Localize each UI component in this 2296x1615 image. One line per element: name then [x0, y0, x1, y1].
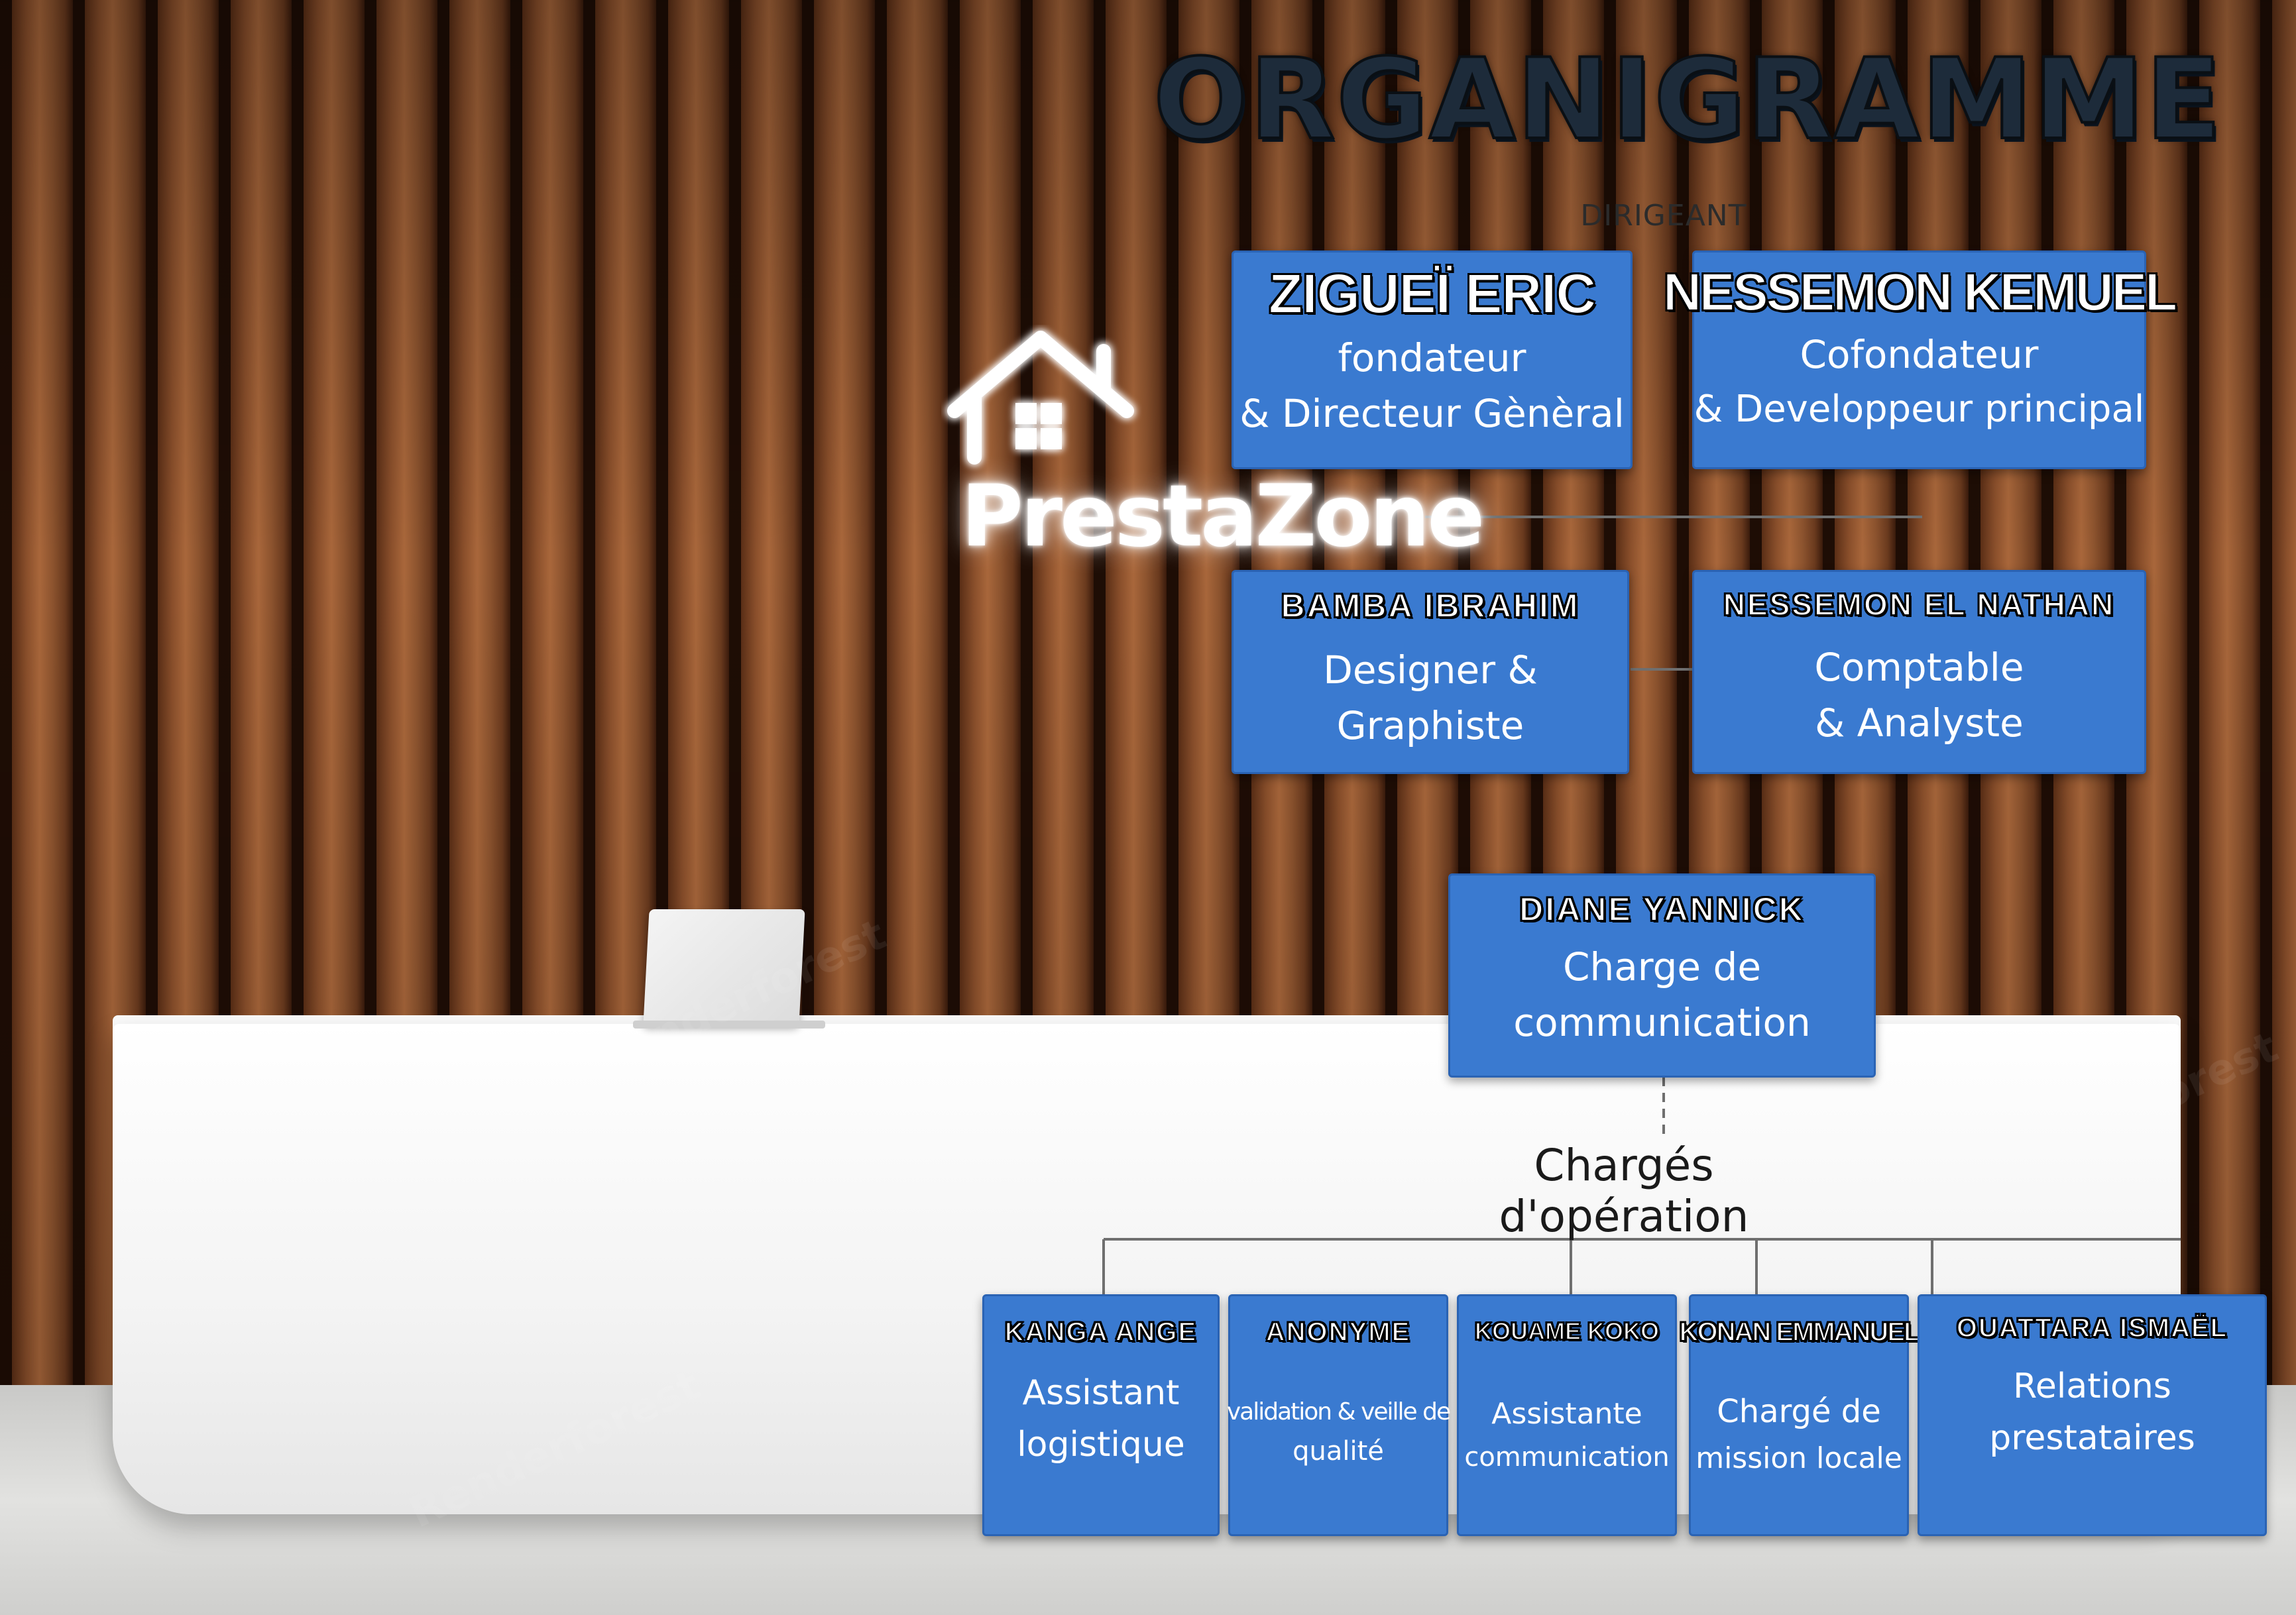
- staff-box-nessemon-el-nathan: NESSEMON EL NATHAN Comptable & Analyste: [1692, 570, 2146, 774]
- person-role: qualité: [1292, 1435, 1384, 1467]
- prestazone-logo: PrestaZone: [941, 325, 1485, 566]
- person-role: Chargé de: [1717, 1393, 1881, 1430]
- ops-box-kanga-ange: KANGA ANGE Assistant logistique: [982, 1294, 1220, 1536]
- person-role: communication: [1513, 1000, 1811, 1046]
- person-role: & Developpeur principal: [1693, 388, 2145, 431]
- person-role: Assistant: [1022, 1373, 1180, 1413]
- person-role: Comptable: [1814, 645, 2024, 690]
- person-role: Assistante: [1491, 1397, 1642, 1431]
- leader-box-nessemon-kemuel: NESSEMON KEMUEL Cofondateur & Developpeu…: [1662, 251, 2178, 469]
- person-name: OUATTARA ISMAËL: [1956, 1313, 2228, 1343]
- person-name: ANONYME: [1265, 1317, 1411, 1347]
- ops-box-konan-emmanuel: KONAN EMMANUEL Chargé de mission locale: [1679, 1294, 1920, 1536]
- person-role: communication: [1464, 1442, 1670, 1473]
- laptop-base: [633, 1021, 825, 1029]
- ops-box-anonyme: ANONYME validation & veille de qualité: [1226, 1294, 1451, 1536]
- staff-box-bamba-ibrahim: BAMBA IBRAHIM Designer & Graphiste: [1232, 570, 1629, 774]
- person-name: KOUAME KOKO: [1474, 1317, 1660, 1345]
- leaders-subtitle: DIRIGEANT: [1580, 199, 1747, 233]
- person-role: Designer &: [1323, 647, 1538, 693]
- person-name: BAMBA IBRAHIM: [1281, 586, 1580, 625]
- person-role: mission locale: [1695, 1441, 1902, 1476]
- person-role: prestataires: [1989, 1418, 2195, 1458]
- person-role: validation & veille de: [1226, 1398, 1451, 1425]
- ops-box-kouame-koko: KOUAME KOKO Assistante communication: [1457, 1294, 1677, 1536]
- person-role: & Directeur Gènèral: [1239, 391, 1625, 437]
- leader-box-ziguei-eric: ZIGUEÏ ERIC fondateur & Directeur Gènèra…: [1232, 251, 1633, 469]
- person-role: fondateur: [1338, 335, 1526, 380]
- person-name: NESSEMON KEMUEL: [1662, 262, 2178, 322]
- person-role: & Analyste: [1815, 700, 2024, 746]
- operations-label: Chargés d'opération: [1499, 1140, 1749, 1242]
- person-name: KANGA ANGE: [1004, 1317, 1198, 1347]
- person-role: Charge de: [1562, 944, 1762, 989]
- ops-box-ouattara-ismael: OUATTARA ISMAËL Relations prestataires: [1918, 1294, 2267, 1536]
- house-icon: [947, 331, 1134, 465]
- person-name: DIANE YANNICK: [1519, 890, 1805, 928]
- person-name: KONAN EMMANUEL: [1679, 1317, 1921, 1347]
- comm-box-diane-yannick: DIANE YANNICK Charge de communication: [1448, 873, 1876, 1078]
- person-role: Relations: [2013, 1366, 2171, 1406]
- chart-title: ORGANIGRAMME: [1152, 34, 2223, 164]
- person-name: NESSEMON EL NATHAN: [1723, 586, 2116, 622]
- person-role: Graphiste: [1336, 703, 1524, 749]
- logo-text: PrestaZone: [961, 467, 1485, 566]
- person-role: logistique: [1017, 1425, 1185, 1465]
- person-role: Cofondateur: [1800, 332, 2039, 377]
- person-name: ZIGUEÏ ERIC: [1268, 262, 1597, 325]
